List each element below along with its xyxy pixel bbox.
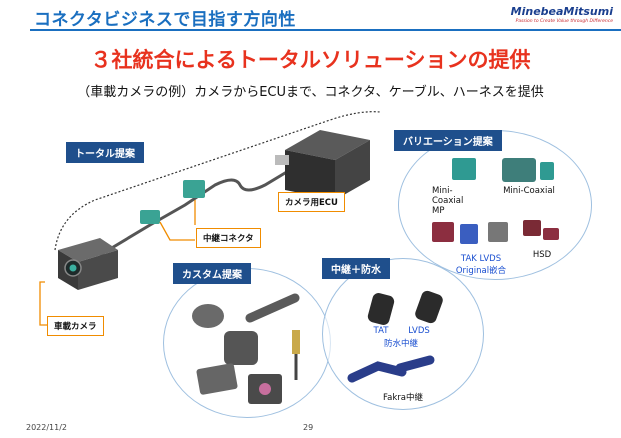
header-divider: [30, 29, 621, 31]
hsd-label: HSD: [532, 250, 552, 260]
footer-date: 2022/11/2: [26, 423, 68, 432]
logo-wordmark: MinebeaMitsumi: [510, 5, 613, 18]
fakra-relay-label: Fakra中継: [383, 393, 423, 403]
relay-connector-callout: 中継コネクタ: [196, 228, 261, 248]
subtitle: （車載カメラの例）カメラからECUまで、コネクタ、ケーブル、ハーネスを提供: [77, 85, 544, 100]
ecu-unit: [275, 130, 370, 200]
main-title: ３社統合によるトータルソリューションの提供: [90, 48, 531, 72]
mini-coaxial-mp-label: Mini-Coaxial MP: [432, 186, 464, 216]
tat-label: TAT: [373, 326, 389, 336]
company-logo: MinebeaMitsumi Passion to Create Value t…: [511, 5, 613, 24]
relay-waterproof-label: 中継＋防水: [322, 258, 390, 279]
relay-waterproof-circle: [322, 258, 484, 410]
lvds-label: LVDS: [408, 326, 430, 336]
camera-ecu-callout: カメラ用ECU: [278, 192, 345, 212]
page-number: 29: [303, 423, 314, 432]
original-fit-label: Original嵌合: [455, 266, 507, 276]
mini-coaxial-label: Mini-Coaxial: [503, 186, 555, 196]
waterproof-relay-label: 防水中継: [383, 339, 418, 349]
car-camera: [58, 238, 118, 290]
total-proposal-label: トータル提案: [66, 142, 144, 163]
relay-connector: [140, 180, 205, 224]
slide-header-title: コネクタビジネスで目指す方向性: [34, 10, 296, 30]
tak-lvds-label: TAK LVDS: [460, 254, 502, 264]
custom-proposal-label: カスタム提案: [173, 263, 251, 284]
variation-proposal-label: バリエーション提案: [394, 130, 502, 151]
logo-tagline: Passion to Create Value through Differen…: [515, 19, 613, 24]
car-camera-callout: 車載カメラ: [47, 316, 104, 336]
